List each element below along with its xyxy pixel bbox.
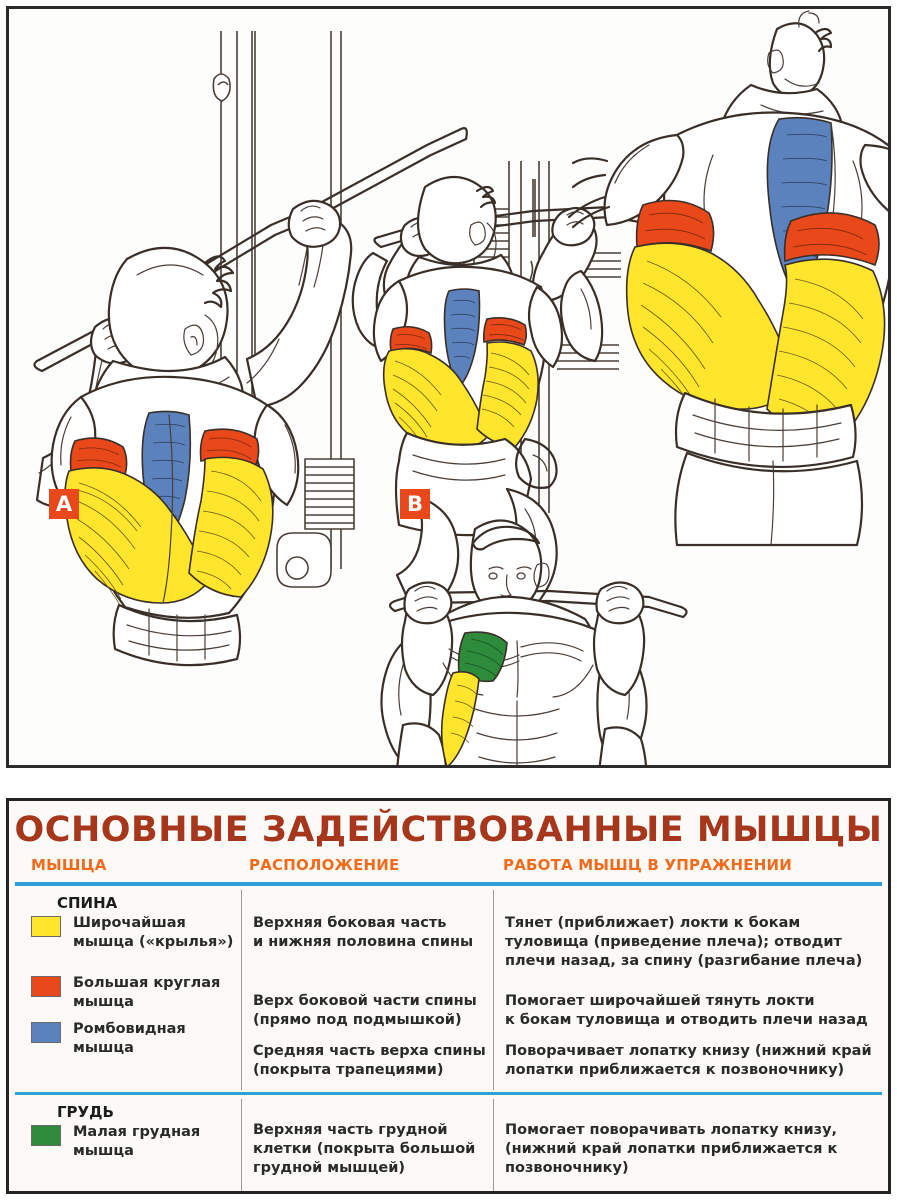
exercise-illustration-panel: .ol { fill:none; stroke:#3a2f28; stroke-… — [6, 6, 891, 768]
rhomboid-highlight-b — [443, 288, 481, 389]
illustration-canvas: .ol { fill:none; stroke:#3a2f28; stroke-… — [9, 9, 888, 765]
section-divider-rule — [15, 1092, 882, 1095]
machine-frame-a — [212, 31, 355, 588]
group-label-back: СПИНА — [57, 894, 118, 912]
column-header-location: РАСПОЛОЖЕНИЕ — [249, 856, 400, 874]
location-cell: Верх боковой части спины(прямо под подмы… — [253, 993, 477, 1028]
scene-front-anatomy-detail — [380, 519, 688, 765]
figure-label-b: В — [400, 489, 430, 519]
anatomy-illustration-svg: .ol { fill:none; stroke:#3a2f28; stroke-… — [9, 9, 888, 765]
column-header-muscle: МЫШЦА — [31, 856, 107, 874]
table-column-headers: МЫШЦА РАСПОЛОЖЕНИЕ РАБОТА МЫШЦ В УПРАЖНЕ… — [9, 856, 888, 882]
color-swatch-rhomboid — [31, 1022, 61, 1043]
location-cell: Средняя часть верха спины(покрыта трапец… — [253, 1043, 486, 1078]
action-cell: Помогает поворачивать лопатку книзу,(ниж… — [505, 1122, 838, 1176]
group-label-chest: ГРУДЬ — [57, 1103, 114, 1121]
action-column-chest: Помогает поворачивать лопатку книзу,(ниж… — [493, 1101, 882, 1191]
color-swatch-teres-major — [31, 976, 61, 997]
teres-major-highlight-b-right — [483, 317, 528, 347]
column-header-action: РАБОТА МЫШЦ В УПРАЖНЕНИИ — [503, 856, 792, 874]
table-title: ОСНОВНЫЕ ЗАДЕЙСТВОВАННЫЕ МЫШЦЫ — [14, 810, 883, 850]
teres-major-highlight-c-right — [783, 212, 880, 267]
teres-major-highlight-b-left — [389, 325, 433, 355]
latissimus-highlight-a-left — [64, 467, 210, 604]
color-swatch-pectoralis-minor — [31, 1125, 61, 1146]
latissimus-highlight-a-right — [188, 456, 274, 598]
scene-lat-pulldown-start — [33, 31, 468, 667]
muscles-table-panel: ОСНОВНЫЕ ЗАДЕЙСТВОВАННЫЕ МЫШЦЫ МЫШЦА РАС… — [6, 798, 891, 1194]
color-swatch-latissimus — [31, 916, 61, 937]
header-divider-rule — [15, 882, 882, 886]
pectoralis-minor-highlight — [457, 631, 508, 683]
figure-label-a: A — [49, 489, 79, 519]
scene-back-anatomy-detail — [567, 10, 888, 547]
teres-major-highlight-c-left — [635, 199, 715, 253]
